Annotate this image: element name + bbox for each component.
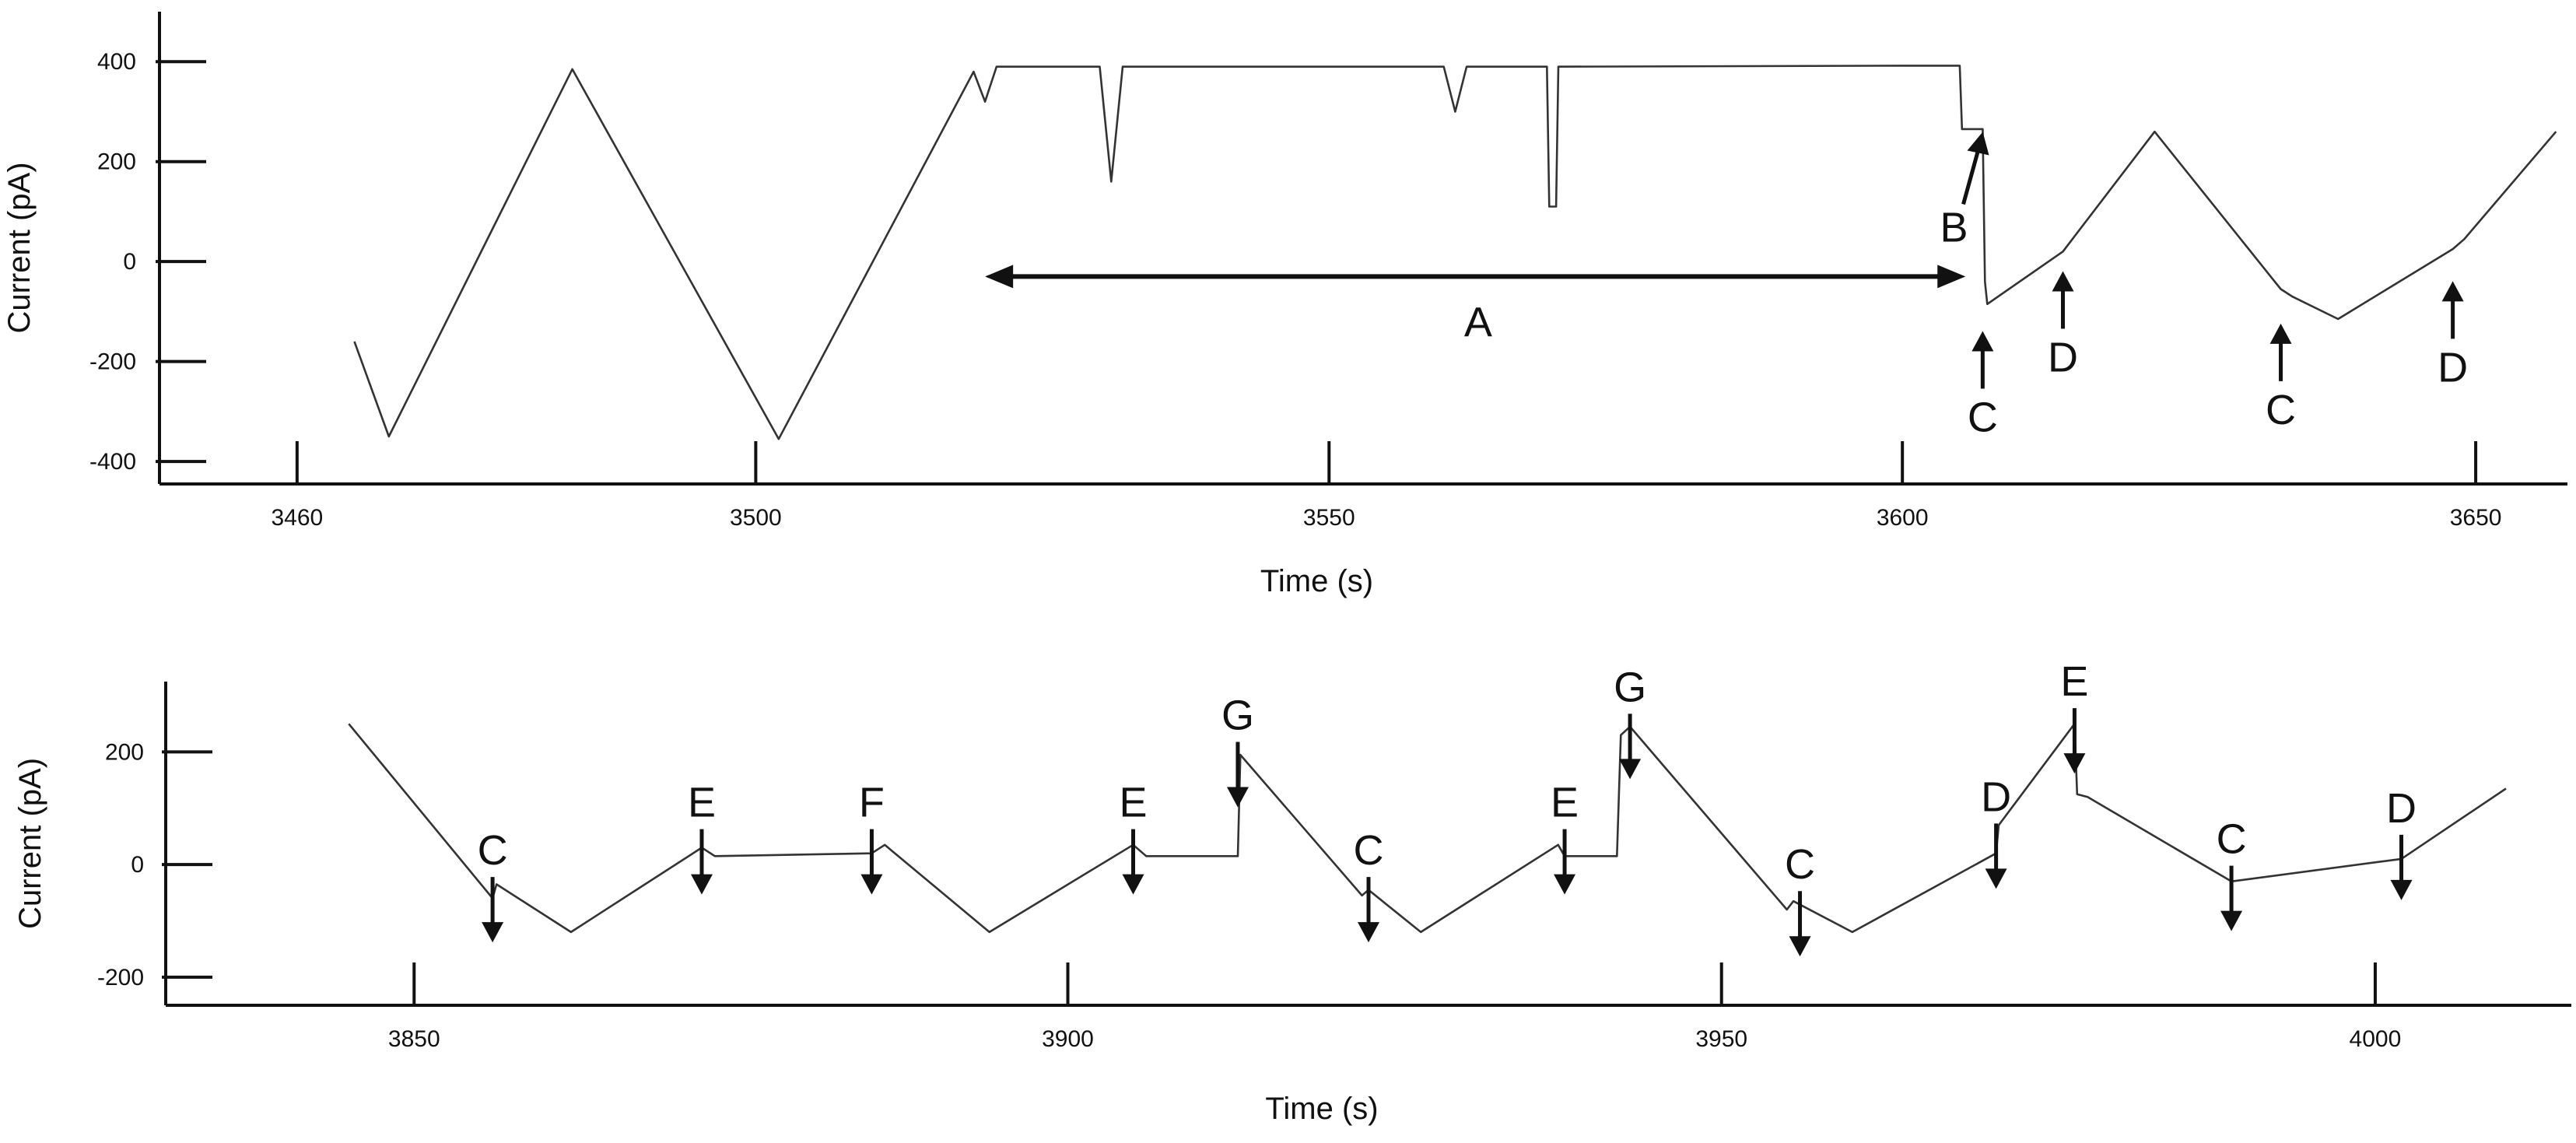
annotation-label: D [2386, 785, 2417, 832]
bottom-annotation-c: C [478, 827, 508, 943]
top-current-trace [353, 65, 2557, 440]
annotation-label: E [688, 780, 716, 826]
arrow-head [860, 874, 883, 895]
annotation-label: E [1120, 780, 1148, 826]
bottom-x-axis-title: Time (s) [1265, 1092, 1378, 1126]
bottom-x-tick-label: 3950 [1695, 1026, 1747, 1052]
top-annotation-b: B [1940, 131, 1989, 251]
bottom-y-axis-title: Current (pA) [13, 758, 47, 929]
annotation-label: G [1221, 692, 1254, 738]
arrow-head [1554, 874, 1576, 895]
top-annotation-a: A [985, 265, 1966, 346]
bottom-y-tick-label: 200 [105, 739, 144, 765]
annotation-label: C [1968, 394, 1998, 441]
annotation-label: E [2060, 658, 2088, 705]
arrow-head [2269, 323, 2292, 344]
top-y-tick-label: 400 [97, 49, 136, 75]
top-x-tick-label: 3600 [1877, 505, 1929, 531]
top-x-tick-label: 3550 [1303, 505, 1355, 531]
arrow-shaft [1961, 149, 1980, 205]
top-y-tick-label: 0 [123, 249, 136, 275]
top-y-axis-title: Current (pA) [2, 162, 37, 333]
top-x-tick-label: 3460 [271, 505, 323, 531]
bottom-annotation-f: F [859, 780, 885, 895]
top-y-tick-label: 200 [97, 149, 136, 175]
annotation-label: E [1551, 780, 1579, 826]
top-x-axis-title: Time (s) [1260, 564, 1373, 598]
arrow-head [985, 265, 1014, 289]
top-annotation-d: D [2048, 271, 2078, 380]
bottom-annotation-c: C [1354, 827, 1384, 943]
top-y-tick-label: -400 [89, 449, 136, 475]
bottom-annotation-e: E [688, 780, 716, 895]
bottom-x-tick-label: 3900 [1042, 1026, 1094, 1052]
annotation-label: D [1981, 773, 2011, 820]
annotation-label: C [1354, 827, 1384, 874]
bottom-annotation-d: D [2386, 785, 2417, 900]
arrow-head [2052, 271, 2074, 292]
annotation-label: B [1940, 204, 1968, 251]
bottom-annotation-c: C [2217, 816, 2247, 931]
arrow-head [1358, 922, 1379, 943]
annotation-label: D [2438, 344, 2468, 391]
top-annotation-d: D [2438, 281, 2468, 391]
annotation-label: C [2266, 387, 2296, 433]
annotation-label: C [478, 827, 508, 874]
arrow-head [2390, 879, 2413, 900]
bottom-annotation-g: G [1614, 664, 1646, 780]
bottom-annotation-d: D [1981, 773, 2011, 889]
top-annotation-c: C [2266, 323, 2296, 433]
bottom-y-tick-label: -200 [97, 965, 144, 990]
arrow-head [1937, 265, 1966, 289]
annotation-label: G [1614, 664, 1646, 710]
bottom-x-tick-label: 3850 [388, 1026, 440, 1052]
arrow-head [1971, 331, 1994, 352]
annotation-label: D [2048, 334, 2078, 380]
bottom-annotation-e: E [1120, 780, 1148, 895]
arrow-head [1619, 759, 1642, 780]
arrow-head [1226, 787, 1249, 808]
bottom-annotation-e: E [1551, 780, 1579, 895]
arrow-head [2441, 281, 2464, 302]
arrow-head [2220, 910, 2243, 931]
top-x-tick-label: 3500 [730, 505, 782, 531]
arrow-head [1967, 131, 1989, 156]
arrow-head [1985, 868, 2007, 889]
arrow-head [2063, 753, 2086, 774]
arrow-head [482, 922, 504, 943]
annotation-label: A [1464, 300, 1492, 346]
top-y-tick-label: -200 [89, 349, 136, 375]
arrow-head [690, 874, 713, 895]
top-panel: -400 -200 0 200 400 3460 3500 3550 3600 3650Time … [2, 12, 2567, 598]
annotation-label: C [2217, 816, 2247, 863]
bottom-current-trace [348, 722, 2507, 934]
bottom-x-tick-label: 4000 [2350, 1026, 2402, 1052]
top-annotation-c: C [1968, 331, 1998, 441]
annotation-label: C [1785, 841, 1815, 888]
bottom-y-tick-label: 0 [131, 852, 144, 878]
arrow-head [1122, 874, 1144, 895]
annotation-label: F [859, 780, 885, 826]
bottom-annotation-g: G [1221, 692, 1254, 808]
arrow-head [1789, 936, 1811, 957]
bottom-annotation-e: E [2060, 658, 2088, 774]
bottom-annotation-c: C [1785, 841, 1815, 957]
top-x-tick-label: 3650 [2450, 505, 2502, 531]
